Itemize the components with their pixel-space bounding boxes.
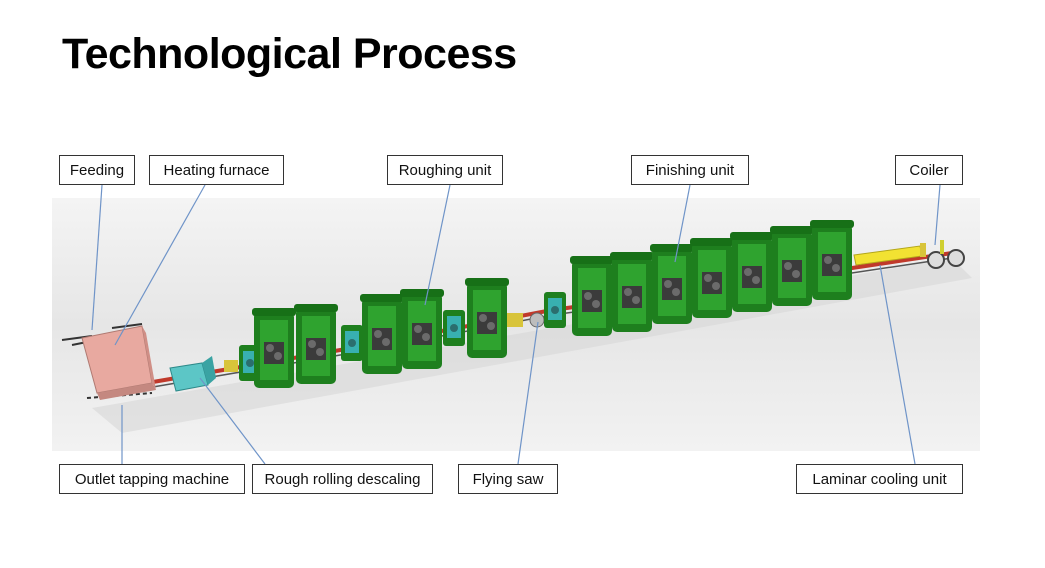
label-feeding: Feeding	[59, 155, 135, 185]
coiler-model	[920, 240, 965, 269]
label-outlet-tapping-machine: Outlet tapping machine	[59, 464, 245, 494]
heating-furnace-model	[81, 325, 156, 400]
label-laminar-cooling-unit: Laminar cooling unit	[796, 464, 963, 494]
label-heating-furnace: Heating furnace	[149, 155, 284, 185]
slide-title: Technological Process	[62, 30, 517, 78]
process-line-illustration	[52, 198, 980, 451]
label-roughing-unit: Roughing unit	[387, 155, 503, 185]
label-finishing-unit: Finishing unit	[631, 155, 749, 185]
descaler-model	[169, 356, 216, 392]
label-flying-saw: Flying saw	[458, 464, 558, 494]
label-coiler: Coiler	[895, 155, 963, 185]
label-rough-rolling-descaling: Rough rolling descaling	[252, 464, 433, 494]
